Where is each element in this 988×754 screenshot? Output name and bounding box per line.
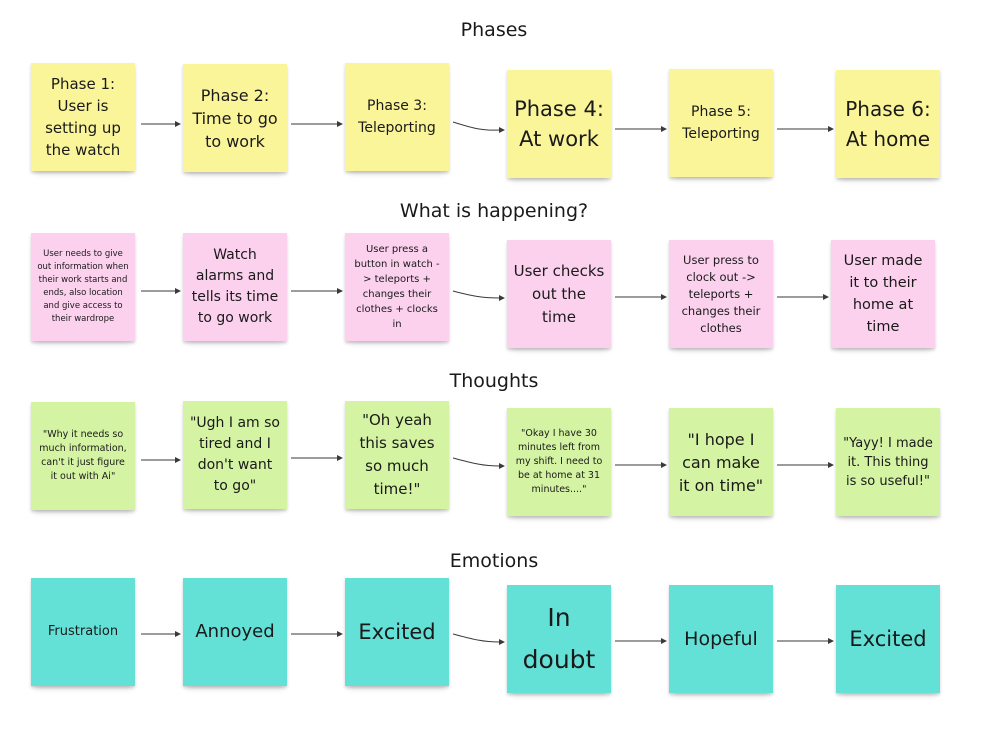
arrowhead-thought-5-6 xyxy=(828,462,834,468)
thought-1-text: "Why it needs so much information, can't… xyxy=(39,429,127,482)
emotion-6-note[interactable]: Excited xyxy=(836,585,940,693)
phase-6-note[interactable]: Phase 6: At home xyxy=(836,70,940,178)
thought-3-text: "Oh yeah this saves so much time!" xyxy=(359,411,435,498)
thought-5-note[interactable]: "I hope I can make it on time" xyxy=(669,408,773,516)
happening-5-note[interactable]: User press to clock out -> teleports + c… xyxy=(669,240,773,348)
arrow-happening-3-4 xyxy=(452,290,501,299)
happening-6-note[interactable]: User made it to their home at time xyxy=(831,240,935,348)
emotion-1-note[interactable]: Frustration xyxy=(31,578,135,686)
thought-6-note[interactable]: "Yayy! I made it. This thing is so usefu… xyxy=(836,408,940,516)
arrowhead-thought-1-2 xyxy=(175,457,181,463)
arrowhead-emotion-4-5 xyxy=(661,638,667,644)
arrowhead-emotion-2-3 xyxy=(337,631,343,637)
happening-1-text: User needs to give out information when … xyxy=(37,249,129,324)
arrowhead-phase-5-6 xyxy=(828,126,834,132)
arrowhead-phase-3-4 xyxy=(499,127,505,133)
phase-5-note[interactable]: Phase 5: Teleporting xyxy=(669,69,773,177)
emotion-5-note[interactable]: Hopeful xyxy=(669,585,773,693)
happening-2-note[interactable]: Watch alarms and tells its time to go wo… xyxy=(183,233,287,341)
emotion-2-text: Annoyed xyxy=(195,621,275,642)
arrowhead-thought-3-4 xyxy=(499,463,505,469)
arrowhead-emotion-3-4 xyxy=(499,639,505,645)
happening-1-note[interactable]: User needs to give out information when … xyxy=(31,233,135,341)
thought-1-note[interactable]: "Why it needs so much information, can't… xyxy=(31,402,135,510)
phases-title: Phases xyxy=(460,19,528,41)
arrowhead-phase-4-5 xyxy=(661,126,667,132)
emotion-2-note[interactable]: Annoyed xyxy=(183,578,287,686)
phase-6-text: Phase 6: At home xyxy=(845,97,931,151)
thought-4-text: "Okay I have 30 minutes left from my shi… xyxy=(515,428,603,495)
phase-2-text: Phase 2: Time to go to work xyxy=(192,85,278,151)
arrow-emotion-3-4 xyxy=(452,633,501,643)
phase-4-note[interactable]: Phase 4: At work xyxy=(507,70,611,178)
thought-6-text: "Yayy! I made it. This thing is so usefu… xyxy=(843,435,933,489)
phase-4-text: Phase 4: At work xyxy=(514,97,604,151)
thought-3-note[interactable]: "Oh yeah this saves so much time!" xyxy=(345,401,449,509)
phase-3-note[interactable]: Phase 3: Teleporting xyxy=(345,63,449,171)
emotion-3-text: Excited xyxy=(358,620,436,644)
arrowhead-happening-1-2 xyxy=(175,288,181,294)
arrowhead-thought-2-3 xyxy=(337,455,343,461)
emotion-4-text: In doubt xyxy=(522,603,596,674)
phase-2-note[interactable]: Phase 2: Time to go to work xyxy=(183,64,287,172)
arrowhead-thought-4-5 xyxy=(661,462,667,468)
arrow-thought-3-4 xyxy=(452,457,501,467)
emotions-title: Emotions xyxy=(449,550,539,572)
emotion-1-text: Frustration xyxy=(47,624,119,639)
emotion-5-text: Hopeful xyxy=(684,628,758,650)
emotion-4-note[interactable]: In doubt xyxy=(507,585,611,693)
arrowhead-happening-3-4 xyxy=(499,295,505,301)
arrowhead-happening-4-5 xyxy=(661,294,667,300)
phase-3-text: Phase 3: Teleporting xyxy=(358,98,436,136)
happening-4-note[interactable]: User checks out the time xyxy=(507,240,611,348)
happening-6-text: User made it to their home at time xyxy=(843,253,923,335)
arrowhead-emotion-5-6 xyxy=(828,638,834,644)
phase-5-text: Phase 5: Teleporting xyxy=(682,104,760,142)
arrowhead-happening-2-3 xyxy=(337,288,343,294)
thought-2-note[interactable]: "Ugh I am so tired and I don't want to g… xyxy=(183,401,287,509)
happening-5-text: User press to clock out -> teleports + c… xyxy=(681,252,761,335)
arrow-phase-3-4 xyxy=(452,121,501,131)
arrowhead-phase-2-3 xyxy=(337,121,343,127)
happening-2-text: Watch alarms and tells its time to go wo… xyxy=(191,247,279,326)
emotion-3-note[interactable]: Excited xyxy=(345,578,449,686)
happening-4-text: User checks out the time xyxy=(513,261,605,326)
emotion-6-text: Excited xyxy=(849,627,927,651)
arrowhead-happening-5-6 xyxy=(823,294,829,300)
thoughts-title: Thoughts xyxy=(449,370,539,392)
thought-2-text: "Ugh I am so tired and I don't want to g… xyxy=(189,415,280,494)
arrowhead-phase-1-2 xyxy=(175,121,181,127)
thought-5-text: "I hope I can make it on time" xyxy=(678,429,764,495)
what-is-happening-title: What is happening? xyxy=(399,200,589,222)
happening-3-text: User press a button in watch -> teleport… xyxy=(354,244,440,330)
happening-3-note[interactable]: User press a button in watch -> teleport… xyxy=(345,233,449,341)
thought-4-note[interactable]: "Okay I have 30 minutes left from my shi… xyxy=(507,408,611,516)
arrowhead-emotion-1-2 xyxy=(175,631,181,637)
phase-1-text: Phase 1: User is setting up the watch xyxy=(45,75,121,159)
phase-1-note[interactable]: Phase 1: User is setting up the watch xyxy=(31,63,135,171)
